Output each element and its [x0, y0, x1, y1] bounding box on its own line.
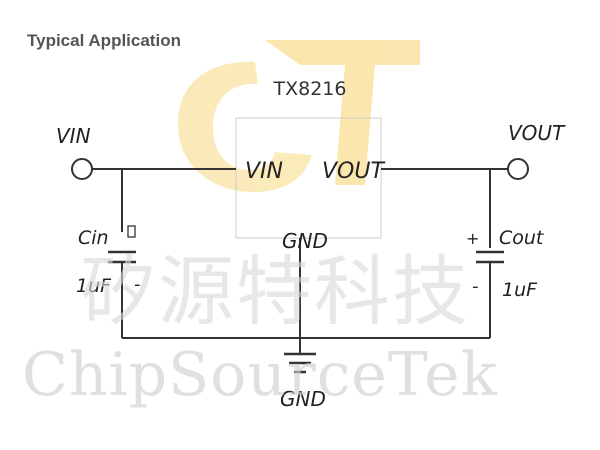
cin-label: Cin — [78, 227, 109, 249]
vin-terminal — [71, 158, 93, 180]
chip-pin-vin: VIN — [245, 159, 283, 184]
section-heading: Typical Application — [27, 31, 181, 50]
cout-plus-sign: + — [466, 229, 479, 248]
chip-part-number: TX8216 — [273, 78, 347, 100]
chip-pin-gnd: GND — [282, 229, 328, 253]
ground-symbol — [284, 352, 316, 374]
watermark-chinese: 矽源特科技 — [80, 247, 470, 336]
cin-capacitor-symbol — [108, 250, 136, 264]
cout-value: 1uF — [502, 279, 538, 301]
vout-terminal — [507, 158, 529, 180]
cin-minus-sign: - — [134, 274, 141, 295]
vout-terminal-label: VOUT — [508, 121, 566, 145]
cout-label: Cout — [499, 227, 545, 249]
circuit-wires — [92, 168, 508, 354]
cin-polarity-mark — [127, 225, 136, 238]
cout-minus-sign: - — [472, 276, 479, 297]
logo-g-shape — [177, 61, 312, 193]
cin-value: 1uF — [76, 275, 112, 297]
ground-label: GND — [280, 387, 326, 411]
logo-watermark — [177, 40, 420, 193]
chip-pin-vout: VOUT — [322, 159, 385, 184]
regulator-chip-body — [235, 117, 382, 239]
logo-t-shape — [265, 40, 420, 185]
watermark-english: ChipSourceTek — [22, 340, 498, 410]
vin-terminal-label: VIN — [56, 124, 91, 148]
cout-capacitor-symbol — [476, 250, 504, 264]
